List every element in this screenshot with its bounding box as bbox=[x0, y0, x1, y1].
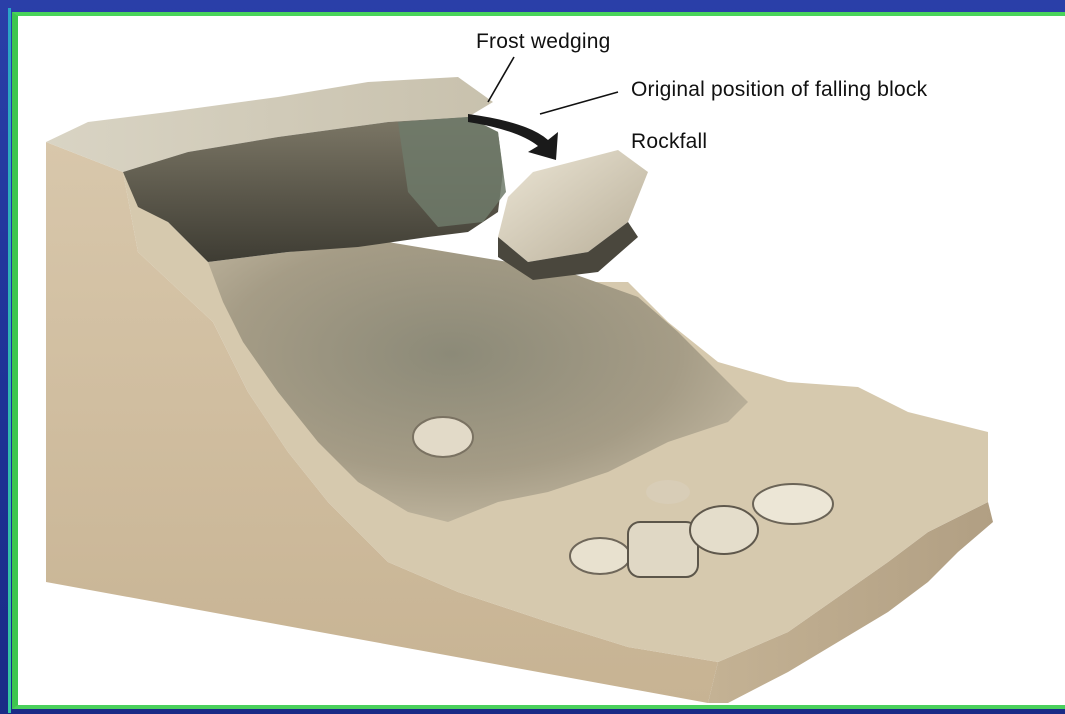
label-rockfall: Rockfall bbox=[631, 130, 707, 154]
falling-block bbox=[498, 150, 648, 280]
label-original-position: Original position of falling block bbox=[631, 78, 927, 102]
original-position-leader bbox=[540, 92, 618, 114]
diagram-panel: Frost wedging Original position of falli… bbox=[28, 22, 1065, 703]
frost-wedging-leader bbox=[488, 57, 514, 102]
label-frost-wedging: Frost wedging bbox=[476, 30, 611, 54]
rockfall-block-diagram bbox=[28, 22, 1065, 703]
